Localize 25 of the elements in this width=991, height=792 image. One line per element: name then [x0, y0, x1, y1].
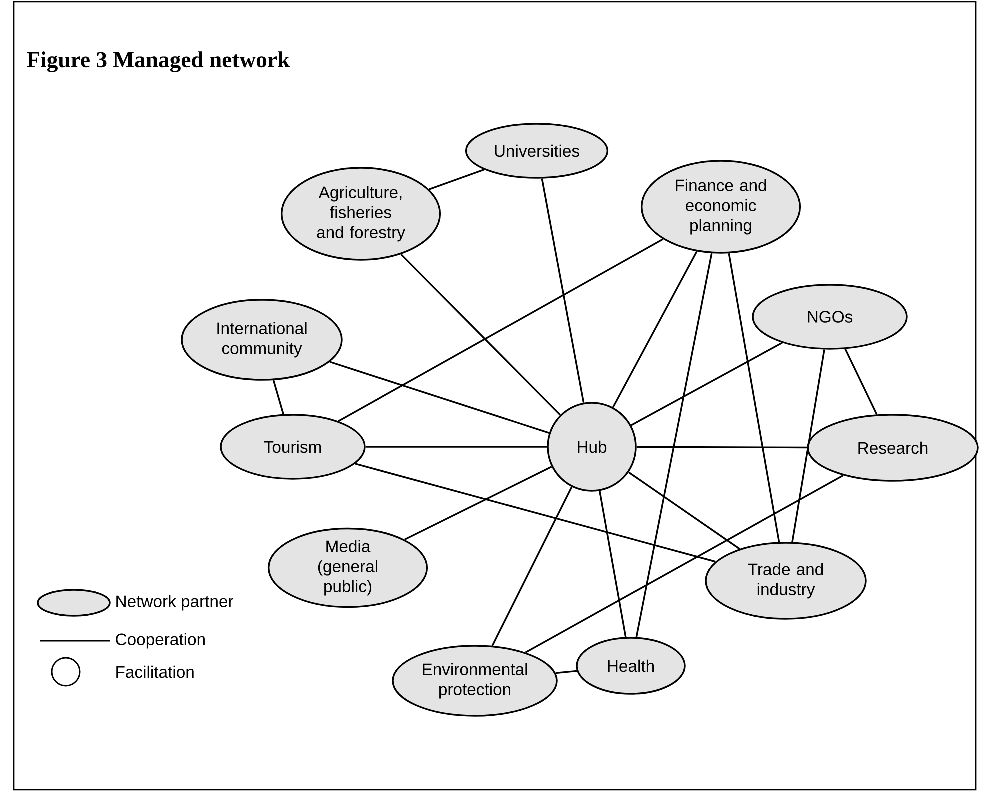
legend-label: Facilitation [116, 666, 194, 678]
legend-label: Network partner [116, 595, 234, 611]
connector-line [330, 361, 550, 434]
connector-line [636, 253, 713, 638]
connector-line [728, 253, 780, 542]
connector-line [556, 670, 578, 674]
connector-line [525, 474, 844, 654]
connector-line [844, 348, 878, 416]
connector-line [792, 350, 826, 542]
connector-line [599, 491, 627, 638]
connector-line [492, 486, 573, 646]
connector-line [628, 472, 740, 550]
connector-line [630, 342, 783, 426]
connector-line [429, 169, 485, 190]
connector-line [272, 380, 284, 415]
connector-line [400, 254, 562, 416]
figure-title: Figure 3 Managed network [27, 52, 290, 72]
connector-line [404, 466, 552, 541]
legend-label: Cooperation [116, 633, 205, 649]
connector-line [541, 178, 585, 404]
connector-line [338, 238, 664, 422]
connector-line [355, 463, 716, 563]
connector-line [636, 446, 808, 449]
connector-line [366, 446, 548, 448]
connector-line [612, 251, 698, 408]
